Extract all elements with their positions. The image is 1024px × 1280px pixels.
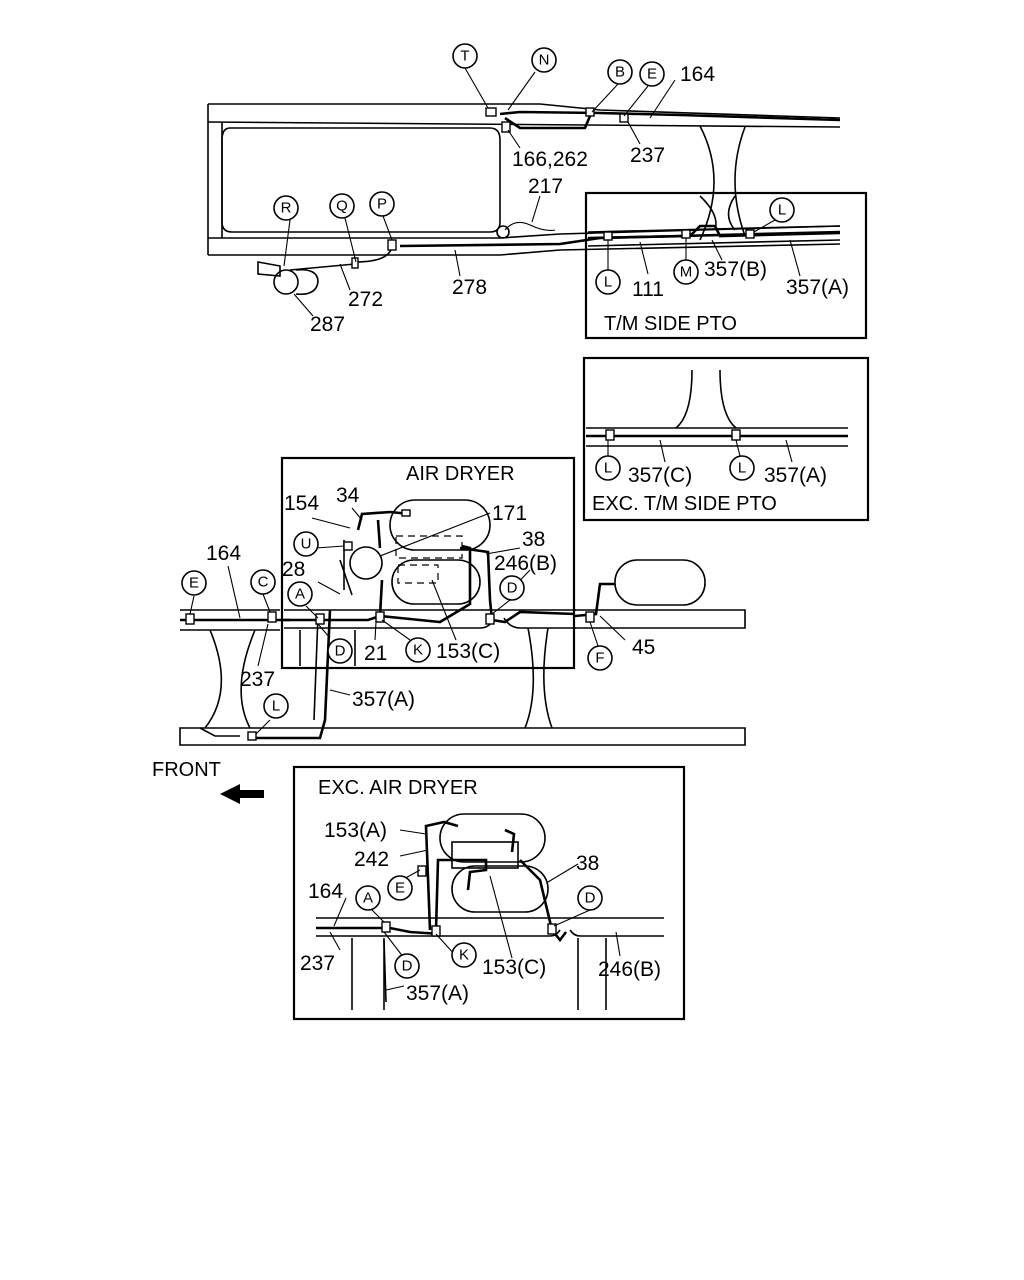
label-21: 21 bbox=[364, 642, 387, 665]
svg-text:F: F bbox=[595, 650, 604, 667]
callout-P: P bbox=[369, 191, 395, 217]
svg-text:D: D bbox=[335, 643, 346, 660]
svg-text:E: E bbox=[395, 880, 405, 897]
callout-K-mid: K bbox=[405, 637, 431, 663]
label-272: 272 bbox=[348, 288, 383, 311]
svg-text:E: E bbox=[647, 66, 657, 83]
label-237-low: 237 bbox=[300, 952, 335, 975]
svg-text:L: L bbox=[272, 698, 280, 715]
label-357a-low: 357(A) bbox=[406, 982, 469, 1005]
label-217: 217 bbox=[528, 175, 563, 198]
svg-text:C: C bbox=[258, 574, 269, 591]
label-246b-mid: 246(B) bbox=[494, 552, 557, 575]
svg-text:T: T bbox=[460, 48, 469, 65]
svg-text:K: K bbox=[459, 947, 469, 964]
svg-text:Q: Q bbox=[336, 198, 348, 215]
callout-L-mid: L bbox=[263, 693, 289, 719]
label-357b-top: 357(B) bbox=[704, 258, 767, 281]
label-153c-low: 153(C) bbox=[482, 956, 546, 979]
svg-text:D: D bbox=[507, 580, 518, 597]
label-357a-top: 357(A) bbox=[786, 276, 849, 299]
callout-Q: Q bbox=[329, 193, 355, 219]
svg-text:K: K bbox=[413, 642, 423, 659]
caption-exc-tm-side-pto: EXC. T/M SIDE PTO bbox=[592, 493, 777, 515]
callout-R: R bbox=[273, 195, 299, 221]
label-164-mid: 164 bbox=[206, 542, 241, 565]
label-38-low: 38 bbox=[576, 852, 599, 875]
label-153c-mid: 153(C) bbox=[436, 640, 500, 663]
callout-A-low: A bbox=[355, 885, 381, 911]
label-38-mid: 38 bbox=[522, 528, 545, 551]
svg-text:P: P bbox=[377, 196, 387, 213]
front-frame-assembly bbox=[179, 559, 746, 804]
caption-front: FRONT bbox=[152, 759, 221, 781]
label-246b-low: 246(B) bbox=[598, 958, 661, 981]
label-164-low: 164 bbox=[308, 880, 343, 903]
svg-text:N: N bbox=[539, 52, 550, 69]
svg-text:A: A bbox=[295, 586, 305, 603]
label-242-low: 242 bbox=[354, 848, 389, 871]
svg-text:B: B bbox=[615, 64, 625, 81]
air-dryer-box bbox=[280, 456, 576, 670]
label-28: 28 bbox=[282, 558, 305, 581]
callout-K-low: K bbox=[451, 942, 477, 968]
exc-air-dryer-box bbox=[292, 765, 686, 1021]
label-171: 171 bbox=[492, 502, 527, 525]
callout-E-mid: E bbox=[181, 570, 207, 596]
callout-B: B bbox=[607, 59, 633, 85]
label-34: 34 bbox=[336, 484, 360, 507]
callout-D-low-1: D bbox=[394, 953, 420, 979]
svg-text:D: D bbox=[585, 890, 596, 907]
callout-D-mid-1: D bbox=[327, 638, 353, 664]
label-166-262: 166,262 bbox=[512, 148, 588, 171]
callout-N: N bbox=[531, 47, 557, 73]
tm-side-pto-box bbox=[584, 191, 868, 340]
label-287: 287 bbox=[310, 313, 345, 336]
svg-text:L: L bbox=[604, 274, 612, 291]
svg-text:U: U bbox=[301, 536, 312, 553]
label-237-mid: 237 bbox=[240, 668, 275, 691]
label-154: 154 bbox=[284, 492, 319, 515]
callout-L-exc-2: L bbox=[729, 455, 755, 481]
callout-D-mid-2: D bbox=[499, 575, 525, 601]
label-357a-mid: 357(A) bbox=[352, 688, 415, 711]
callout-E: E bbox=[639, 61, 665, 87]
label-111: 111 bbox=[632, 278, 664, 301]
callout-T: T bbox=[452, 43, 478, 69]
callout-L-tm-2: L bbox=[769, 197, 795, 223]
label-237-top: 237 bbox=[630, 144, 665, 167]
svg-text:D: D bbox=[402, 958, 413, 975]
label-164-top: 164 bbox=[680, 63, 715, 86]
label-357c-exc: 357(C) bbox=[628, 464, 692, 487]
svg-text:A: A bbox=[363, 890, 373, 907]
callout-F: F bbox=[587, 645, 613, 671]
callout-E-low: E bbox=[387, 875, 413, 901]
callout-U: U bbox=[293, 531, 319, 557]
exc-tm-side-pto-box bbox=[582, 356, 870, 522]
callout-L-exc-1: L bbox=[595, 455, 621, 481]
callout-M: M bbox=[673, 259, 699, 285]
caption-tm-side-pto: T/M SIDE PTO bbox=[604, 313, 737, 335]
svg-text:L: L bbox=[778, 202, 786, 219]
callout-C: C bbox=[250, 569, 276, 595]
caption-exc-air-dryer: EXC. AIR DRYER bbox=[318, 777, 478, 799]
svg-text:R: R bbox=[281, 200, 292, 217]
label-278: 278 bbox=[452, 276, 487, 299]
label-357a-exc: 357(A) bbox=[764, 464, 827, 487]
svg-text:L: L bbox=[604, 460, 612, 477]
caption-air-dryer: AIR DRYER bbox=[406, 463, 515, 485]
svg-text:E: E bbox=[189, 575, 199, 592]
callout-D-low-2: D bbox=[577, 885, 603, 911]
svg-text:M: M bbox=[680, 264, 693, 281]
svg-text:L: L bbox=[738, 460, 746, 477]
label-153a-low: 153(A) bbox=[324, 819, 387, 842]
callout-A-mid: A bbox=[287, 581, 313, 607]
top-frame-assembly bbox=[207, 67, 841, 317]
label-45: 45 bbox=[632, 636, 655, 659]
callout-L-tm-1: L bbox=[595, 269, 621, 295]
